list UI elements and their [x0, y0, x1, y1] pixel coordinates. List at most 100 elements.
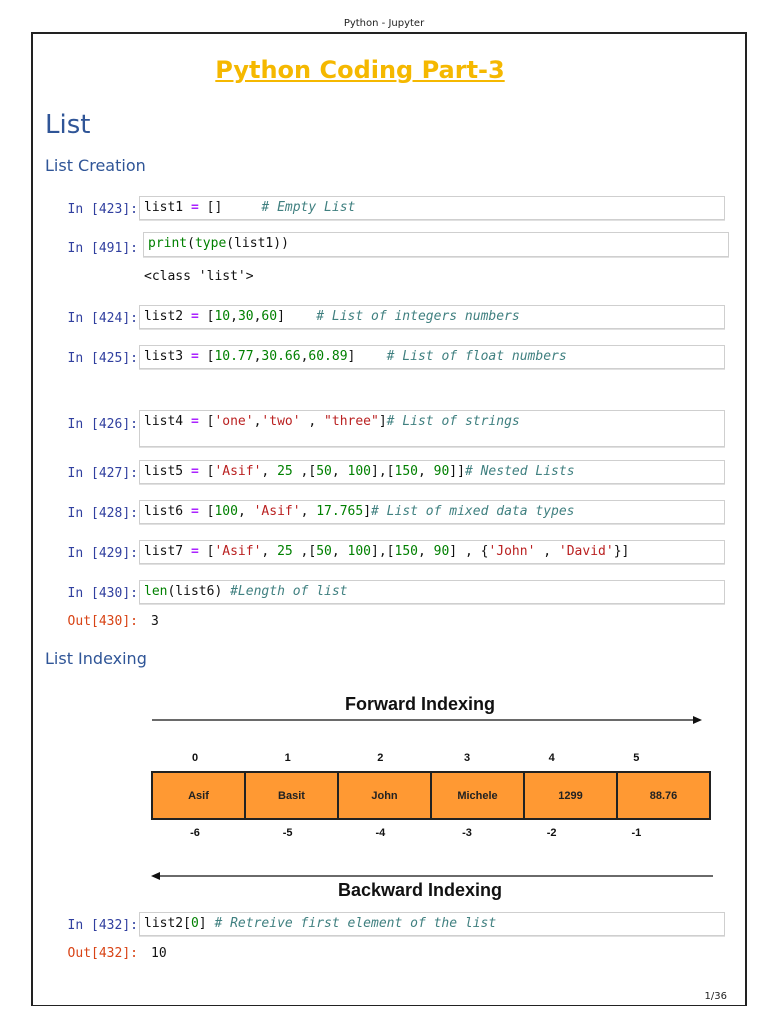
code-token: ,: [535, 544, 559, 559]
forward-indexing-title: Forward Indexing: [344, 694, 495, 714]
code-token: ]: [363, 504, 372, 519]
code-token: 10: [214, 309, 231, 324]
code-token: # List of integers numbers: [316, 309, 520, 324]
input-prompt: In [424]:: [67, 311, 138, 326]
code-cell[interactable]: list7 = ['Asif', 25 ,[50, 100],[150, 90]…: [139, 540, 725, 564]
code-token: ],[: [371, 544, 395, 559]
input-prompt: In [427]:: [67, 466, 138, 481]
code-cell[interactable]: len(list6) #Length of list: [139, 580, 725, 604]
code-token: ,: [417, 464, 434, 479]
code-token: 100: [347, 544, 372, 559]
code-token: ]: [347, 349, 387, 364]
code-token: ,[: [292, 544, 317, 559]
page-header: Python - Jupyter: [343, 18, 425, 29]
code-token: type: [194, 236, 227, 251]
page-frame: [31, 32, 747, 1006]
code-token: list5: [144, 464, 191, 479]
code-token: 50: [316, 544, 332, 559]
code-token: 10.77: [214, 349, 254, 364]
code-token: ,: [237, 504, 254, 519]
code-token: ,: [300, 349, 309, 364]
code-token: [: [198, 309, 215, 324]
code-token: print: [148, 236, 188, 251]
code-token: ,: [300, 414, 325, 429]
code-token: ],[: [371, 464, 395, 479]
code-token: #Length of list: [230, 584, 348, 599]
heading-list-indexing: List Indexing: [45, 649, 147, 668]
code-token: 100: [214, 504, 238, 519]
code-token: list3: [144, 349, 191, 364]
positive-index-label: 1: [284, 752, 291, 764]
code-token: (list6): [167, 584, 231, 599]
code-token: 17.765: [316, 504, 364, 519]
code-token: 90: [433, 544, 450, 559]
code-token: 25: [277, 464, 293, 479]
page-number: 1/36: [704, 991, 727, 1002]
heading-list-creation: List Creation: [45, 156, 146, 175]
code-token: ,: [417, 544, 434, 559]
code-token: =: [190, 200, 199, 215]
code-cell[interactable]: list4 = ['one','two' , "three"]# List of…: [139, 410, 725, 447]
cell-output: <class 'list'>: [144, 269, 254, 284]
code-token: 0: [190, 916, 199, 931]
code-token: [: [198, 504, 215, 519]
code-token: list4: [144, 414, 191, 429]
code-token: =: [190, 349, 199, 364]
heading-list: List: [45, 110, 91, 140]
code-cell[interactable]: list2 = [10,30,60] # List of integers nu…: [139, 305, 725, 329]
code-token: list2[: [144, 916, 191, 931]
list-element-cell: John: [339, 773, 432, 818]
code-token: 'Asif': [214, 464, 262, 479]
code-token: ,: [253, 309, 262, 324]
code-token: "three": [324, 414, 379, 429]
code-token: # List of mixed data types: [371, 504, 575, 519]
code-token: ,: [331, 464, 348, 479]
code-token: 60: [261, 309, 278, 324]
code-token: ,: [253, 349, 262, 364]
code-token: 150: [394, 544, 418, 559]
negative-index-label: -6: [190, 827, 200, 839]
code-token: (: [187, 236, 195, 251]
code-cell[interactable]: list2[0] # Retreive first element of the…: [139, 912, 725, 936]
code-token: 'John': [488, 544, 536, 559]
code-token: (list1)): [226, 236, 289, 251]
code-token: ]: [378, 414, 387, 429]
negative-index-label: -1: [631, 827, 642, 839]
output-prompt: Out[432]:: [67, 946, 138, 961]
code-cell[interactable]: list6 = [100, 'Asif', 17.765]# List of m…: [139, 500, 725, 524]
code-cell[interactable]: list1 = [] # Empty List: [139, 196, 725, 220]
positive-index-label: 3: [463, 752, 471, 764]
code-cell[interactable]: print(type(list1)): [143, 232, 729, 257]
code-token: ,[: [292, 464, 317, 479]
input-prompt: In [429]:: [67, 546, 138, 561]
negative-index-label: -2: [546, 827, 557, 839]
notebook-title: Python Coding Part-3: [215, 56, 505, 84]
code-token: 'one': [214, 414, 254, 429]
code-token: 30.66: [261, 349, 301, 364]
list-element-cell: Basit: [246, 773, 339, 818]
code-token: =: [190, 414, 199, 429]
list-element-cell: Asif: [153, 773, 246, 818]
code-token: ,: [253, 414, 262, 429]
code-token: [: [198, 349, 215, 364]
code-token: [: [198, 414, 215, 429]
code-cell[interactable]: list3 = [10.77,30.66,60.89] # List of fl…: [139, 345, 725, 369]
indexing-arrows: [151, 716, 713, 880]
code-token: ,: [300, 504, 317, 519]
code-token: 'Asif': [253, 504, 301, 519]
code-token: ,: [331, 544, 348, 559]
code-token: list2: [144, 309, 191, 324]
positive-index-label: 0: [191, 752, 199, 764]
code-token: 'Asif': [214, 544, 262, 559]
code-token: # List of float numbers: [386, 349, 567, 364]
code-token: =: [190, 504, 199, 519]
code-token: 150: [394, 464, 418, 479]
code-token: ]]: [449, 464, 465, 479]
input-prompt: In [426]:: [67, 417, 138, 432]
code-token: # Retreive first element of the list: [214, 916, 497, 931]
code-cell[interactable]: list5 = ['Asif', 25 ,[50, 100],[150, 90]…: [139, 460, 725, 484]
code-token: =: [190, 309, 199, 324]
code-token: ] , {: [449, 544, 489, 559]
positive-index-label: 2: [377, 752, 384, 764]
